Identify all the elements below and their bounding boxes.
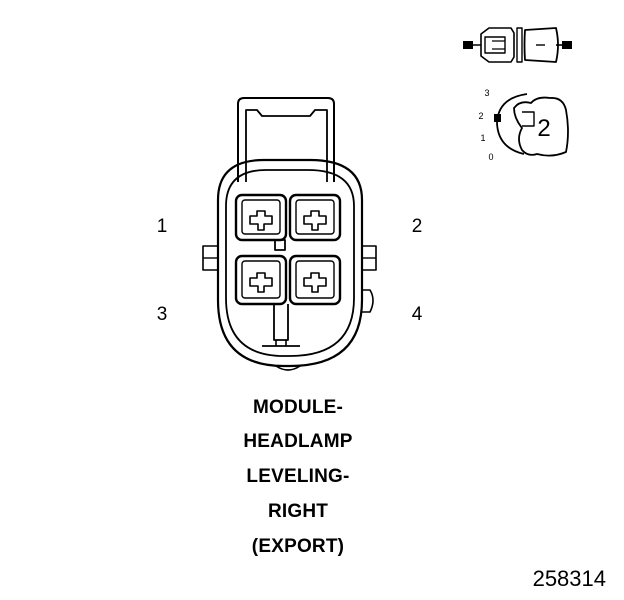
connector-side-view-icon [463, 27, 572, 63]
figure-id: 258314 [532, 566, 606, 591]
title-line-3: LEVELING- [246, 466, 350, 487]
pin-cavity-4 [288, 254, 342, 306]
title-line-4: RIGHT [267, 501, 329, 522]
title-line-5: (EXPORT) [251, 536, 345, 557]
pin-label-4: 4 [411, 304, 423, 325]
legend-scale-2: 2 [478, 111, 484, 121]
pin-cavity-2 [288, 193, 342, 242]
pin-label-3: 3 [156, 304, 168, 325]
pin-cavity-3 [234, 254, 288, 306]
legend-current-position: 2 [537, 115, 551, 142]
pin-label-1: 1 [156, 216, 168, 237]
connector-body [202, 97, 377, 371]
position-legend-icon [494, 93, 569, 157]
title-line-1: MODULE- [252, 397, 344, 418]
title-line-2: HEADLAMP [243, 431, 353, 452]
legend-scale-1: 1 [480, 133, 486, 143]
legend-scale-3: 3 [484, 88, 490, 98]
legend-scale-0: 0 [488, 152, 494, 162]
pin-label-2: 2 [411, 216, 423, 237]
pin-cavity-1 [234, 193, 288, 242]
